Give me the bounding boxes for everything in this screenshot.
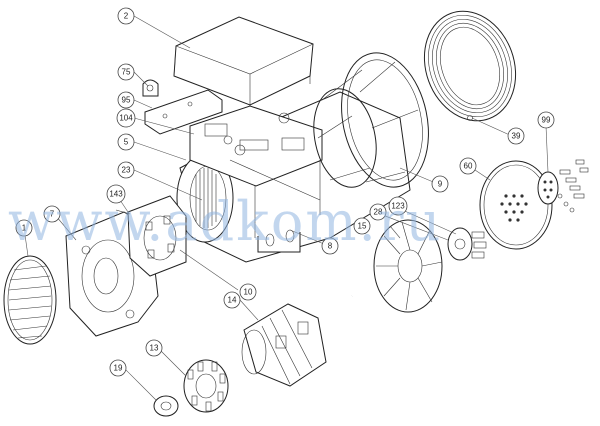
callout-123: 123 [388, 196, 408, 216]
callout-2: 2 [117, 7, 135, 25]
watermark: www.adkom.ru [8, 190, 442, 253]
callout-7: 7 [43, 205, 61, 223]
callout-10: 10 [239, 283, 257, 301]
svg-text:15: 15 [358, 222, 367, 231]
grille-part [3, 255, 57, 345]
callout-19: 19 [109, 359, 127, 377]
svg-text:28: 28 [374, 208, 383, 217]
svg-text:23: 23 [122, 166, 131, 175]
hub-part [447, 227, 487, 261]
svg-text:143: 143 [109, 190, 123, 199]
svg-text:19: 19 [114, 364, 123, 373]
svg-text:7: 7 [50, 210, 55, 219]
leader-lines [23, 15, 549, 401]
hardware-part [537, 159, 589, 213]
callout-1: 1 [15, 219, 33, 237]
callout-143: 143 [106, 184, 126, 204]
callouts: 2 75 95 104 5 23 143 7 1 10 14 13 19 8 9… [15, 7, 555, 377]
callout-99: 99 [537, 111, 555, 129]
callout-23: 23 [117, 161, 135, 179]
bracket-part [142, 79, 159, 97]
svg-text:104: 104 [119, 114, 133, 123]
stator-housing-part [176, 91, 411, 263]
callout-75: 75 [117, 63, 135, 81]
callout-104: 104 [116, 108, 136, 128]
svg-text:39: 39 [512, 132, 521, 141]
callout-8: 8 [321, 237, 339, 255]
svg-text:1: 1 [22, 224, 27, 233]
frame-cage-part [313, 52, 429, 188]
coil-ring-part [423, 10, 517, 122]
svg-text:2: 2 [124, 12, 129, 21]
svg-text:60: 60 [464, 162, 473, 171]
bearing-part [153, 395, 179, 417]
callout-15: 15 [353, 217, 371, 235]
callout-14: 14 [223, 291, 241, 309]
plate-part [144, 89, 223, 135]
svg-text:99: 99 [542, 116, 551, 125]
callout-60: 60 [459, 157, 477, 175]
rotor-part [225, 294, 353, 387]
callout-95: 95 [117, 91, 135, 109]
callout-28: 28 [369, 203, 387, 221]
svg-text:5: 5 [124, 138, 129, 147]
fan-part [373, 219, 443, 313]
callout-39: 39 [507, 127, 525, 145]
svg-text:13: 13 [150, 344, 159, 353]
svg-text:10: 10 [244, 288, 253, 297]
svg-text:9: 9 [438, 180, 443, 189]
callout-13: 13 [145, 339, 163, 357]
svg-text:123: 123 [391, 202, 405, 211]
svg-text:95: 95 [122, 96, 131, 105]
svg-text:8: 8 [328, 242, 333, 251]
exciter-stator-part [115, 195, 187, 277]
callout-9: 9 [431, 175, 449, 193]
exciter-rotor-part [183, 359, 229, 413]
svg-text:14: 14 [228, 296, 237, 305]
disc-part [479, 160, 553, 250]
callout-5: 5 [117, 133, 135, 151]
svg-text:75: 75 [122, 68, 131, 77]
